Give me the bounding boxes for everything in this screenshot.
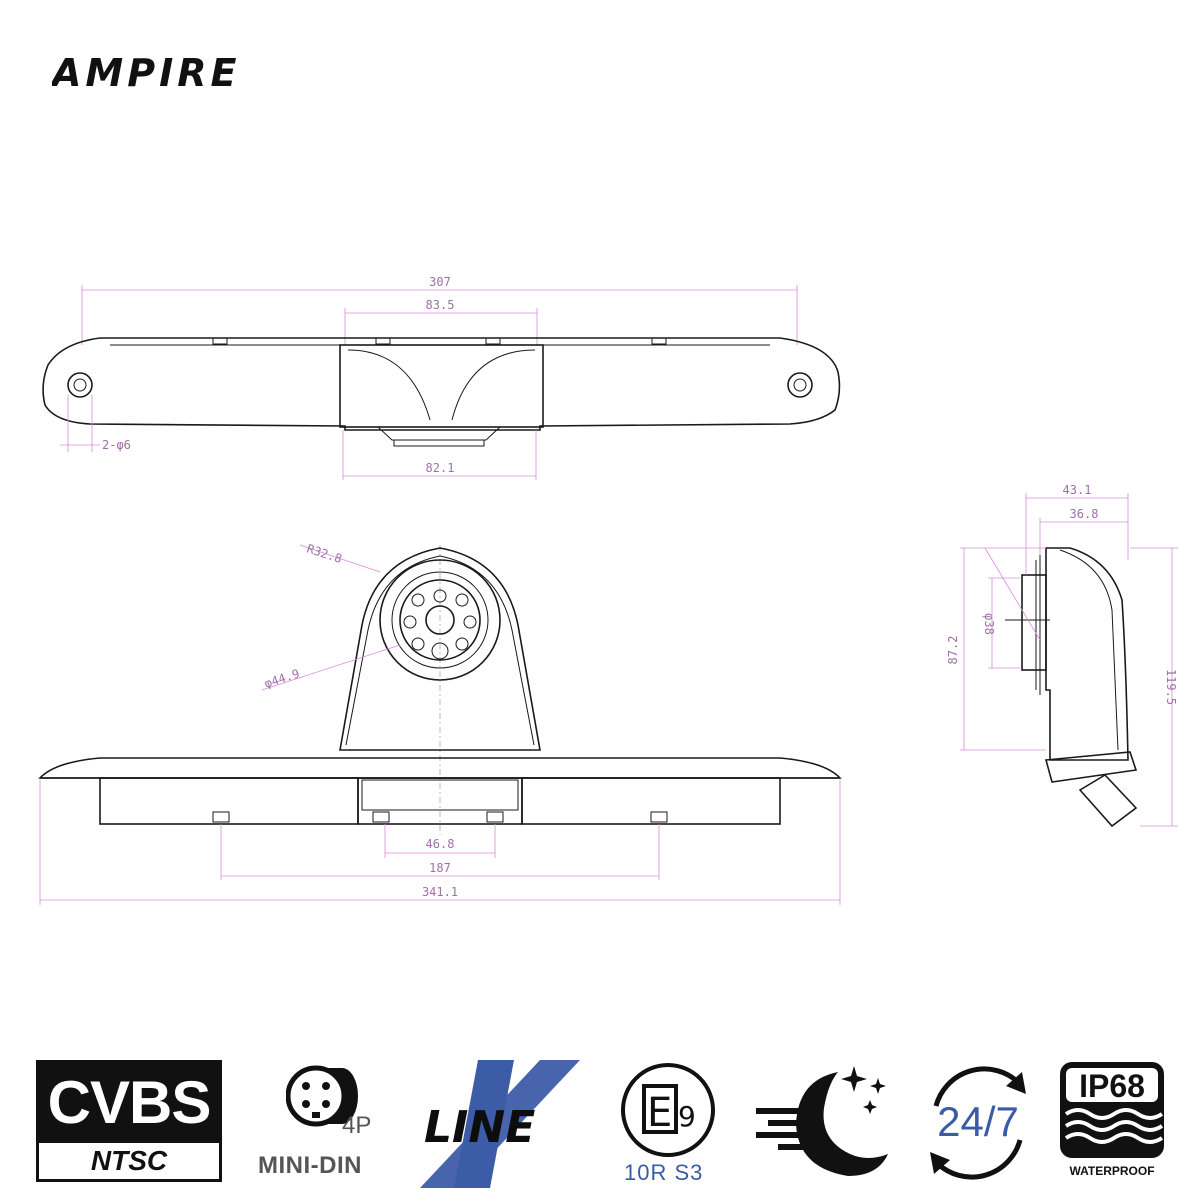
waterproof-waves-icon: IP68 xyxy=(1060,1062,1164,1158)
mini-din-pins: 4P xyxy=(342,1112,372,1139)
cvbs-title: CVBS xyxy=(39,1063,219,1143)
x-line-text: LINE xyxy=(424,1102,535,1153)
ip68-label: WATERPROOF xyxy=(1069,1164,1155,1178)
night-vision-badge xyxy=(756,1060,896,1185)
uptime-text: 24/7 xyxy=(937,1098,1019,1145)
dim-side-height-inner: 87.2 xyxy=(946,636,960,665)
e-mark-number: 9 xyxy=(678,1100,696,1133)
uptime-badge: 24/7 xyxy=(918,1060,1038,1185)
dim-side-height-overall: 119.5 xyxy=(1164,669,1178,705)
e-mark-letter: E xyxy=(647,1090,672,1136)
dim-side-lens: φ38 xyxy=(982,613,996,635)
dim-front-radius: R32.8 xyxy=(305,542,344,566)
dim-front-holes: 187 xyxy=(429,861,451,875)
dim-front-overall: 341.1 xyxy=(422,885,458,899)
dim-top-holes: 2-φ6 xyxy=(102,438,131,452)
ampire-logo: AMPIRE xyxy=(52,52,240,92)
dim-top-bottom-center: 82.1 xyxy=(426,461,455,475)
dim-side-outer: 43.1 xyxy=(1063,483,1092,497)
x-line-logo: LINE xyxy=(420,1060,580,1188)
ip68-title: IP68 xyxy=(1079,1068,1145,1104)
mini-din-badge: 4P MINI-DIN xyxy=(258,1060,388,1185)
mini-din-label: MINI-DIN xyxy=(258,1152,362,1179)
ampire-logo-text: AMPIRE xyxy=(52,52,240,92)
side-view: 43.1 36.8 φ38 87.2 119.5 xyxy=(946,483,1178,828)
e-mark-badge: E 9 10R S3 xyxy=(618,1060,728,1188)
dim-side-inner: 36.8 xyxy=(1070,507,1099,521)
x-line-badge: LINE xyxy=(420,1060,600,1188)
24-7-cycle-icon: 24/7 xyxy=(930,1066,1026,1180)
cvbs-subtitle: NTSC xyxy=(90,1145,168,1176)
mini-din-connector-icon xyxy=(286,1065,358,1127)
top-view: 307 83.5 2-φ6 82.1 xyxy=(42,275,841,480)
dim-top-center: 83.5 xyxy=(426,298,455,312)
dim-front-lens: φ44.9 xyxy=(263,666,302,690)
ip68-badge: IP68 WATERPROOF xyxy=(1058,1060,1166,1185)
e-mark-sub: 10R S3 xyxy=(624,1160,704,1185)
front-view: R32.8 φ44.9 46.8 187 341.1 xyxy=(38,542,842,905)
night-vision-moon-icon xyxy=(756,1066,888,1176)
dim-front-inner: 46.8 xyxy=(426,837,455,851)
cvbs-badge: CVBS NTSC xyxy=(36,1060,222,1182)
e-mark-certification-icon: E 9 xyxy=(621,1063,715,1157)
dim-top-overall: 307 xyxy=(429,275,451,289)
